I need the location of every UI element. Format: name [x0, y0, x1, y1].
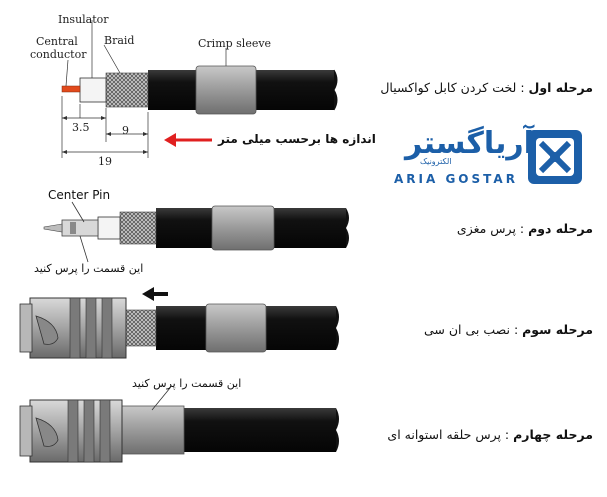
- cable-jacket-4: [176, 408, 336, 452]
- step-1-caption: مرحله اول : لخت کردن کابل کواکسیال: [380, 80, 593, 95]
- press-note-1: این قسمت را پرس کنید: [34, 262, 144, 275]
- step-3-desc: : نصب بی ان سی: [424, 322, 519, 337]
- dimension-3-5: 3.5: [72, 121, 90, 134]
- dimension-9: 9: [122, 124, 129, 137]
- braid-label: Braid: [104, 34, 135, 47]
- aria-gostar-logo: [528, 130, 582, 184]
- central-conductor: [61, 85, 81, 93]
- crimp-sleeve-label: Crimp sleeve: [198, 37, 272, 50]
- diagram-bnc-crimped: [19, 387, 339, 463]
- center-pin-body: [61, 219, 99, 237]
- step-4-title: مرحله چهارم: [513, 427, 593, 442]
- cable-cut-end: [333, 69, 338, 111]
- crimp-ferrule-4: [119, 405, 185, 455]
- crimp-sleeve-2: [211, 205, 275, 251]
- step-2-title: مرحله دوم: [528, 221, 593, 236]
- braid-shield-2: [119, 211, 157, 245]
- step-4-caption: مرحله چهارم : پرس حلقه استوانه ای: [387, 427, 593, 442]
- step-4-desc: : پرس حلقه استوانه ای: [387, 427, 510, 442]
- logo-name-fa: آریاگستر: [405, 126, 534, 161]
- diagram-center-pin: [43, 201, 349, 263]
- press-note-2: این قسمت را پرس کنید: [132, 377, 242, 390]
- step-3-caption: مرحله سوم : نصب بی ان سی: [424, 322, 593, 337]
- crimp-sleeve: [195, 65, 257, 115]
- central-conductor-label-line2: conductor: [30, 48, 87, 61]
- insulator-label: Insulator: [58, 13, 109, 26]
- dimension-19: 19: [98, 155, 112, 168]
- measure-note: اندازه ها برحسب میلی متر: [218, 132, 376, 146]
- logo-name-en: ARIA GOSTAR: [394, 172, 518, 186]
- step-2-desc: : پرس مغزی: [456, 221, 525, 236]
- logo-subtitle-fa: الکترونیک: [420, 157, 452, 166]
- center-pin-tip: [43, 223, 63, 233]
- center-pin-label: Center Pin: [48, 188, 111, 202]
- step-3-title: مرحله سوم: [522, 322, 593, 337]
- braid-shield: [105, 72, 149, 108]
- crimp-sleeve-3: [205, 303, 267, 353]
- step-1-desc: : لخت کردن کابل کواکسیال: [380, 80, 525, 95]
- insulator: [79, 77, 107, 103]
- diagram-bnc-mount: [19, 287, 339, 359]
- braid-flare-3: [125, 309, 157, 347]
- central-conductor-label-line1: Central: [36, 35, 78, 48]
- diagram-stripped-cable: [61, 20, 338, 158]
- measure-arrowhead: [164, 133, 176, 147]
- insulator-2: [97, 216, 121, 240]
- step-2-caption: مرحله دوم : پرس مغزی: [457, 221, 593, 236]
- step-1-title: مرحله اول: [528, 80, 593, 95]
- push-arrow: [142, 287, 168, 301]
